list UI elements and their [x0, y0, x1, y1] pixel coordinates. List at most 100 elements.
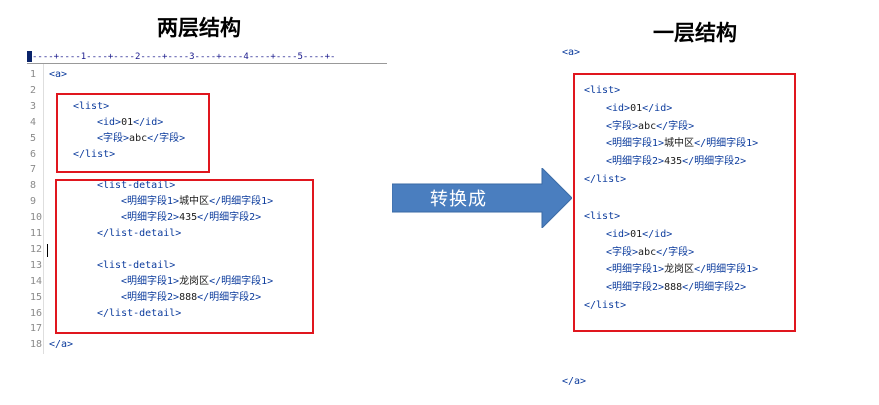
- code-line: <明细字段2>435</明细字段2>: [121, 210, 261, 225]
- text-caret: [47, 244, 48, 257]
- line-number: 4: [30, 116, 37, 128]
- code-line: <明细字段1>城中区</明细字段1>: [121, 194, 273, 209]
- xml-value: 城中区: [179, 196, 210, 208]
- list-1-line: <id>01</id>: [606, 101, 672, 117]
- xml-tag: <字段>: [606, 246, 639, 258]
- ruler-cursor: [27, 51, 32, 62]
- code-line: <字段>abc</字段>: [97, 131, 185, 146]
- xml-tag: <明细字段1>: [606, 264, 665, 276]
- convert-arrow: [392, 168, 572, 228]
- xml-tag: </明细字段2>: [197, 212, 262, 224]
- xml-tag: </list-detail>: [97, 307, 182, 319]
- xml-tag: </明细字段1>: [209, 196, 274, 208]
- list-1-line: <明细字段1>城中区</明细字段1>: [606, 136, 758, 152]
- xml-tag: <明细字段2>: [606, 282, 665, 294]
- xml-value: 龙岗区: [664, 264, 695, 276]
- xml-tag: <a>: [49, 69, 68, 80]
- list-2-line: </list>: [584, 298, 626, 314]
- list-2-line: <明细字段1>龙岗区</明细字段1>: [606, 262, 758, 278]
- xml-tag: </明细字段1>: [694, 264, 759, 276]
- xml-value: 435: [664, 156, 683, 168]
- code-line: </list>: [73, 147, 115, 162]
- xml-value: abc: [129, 132, 148, 144]
- line-number: 16: [30, 307, 43, 319]
- xml-tag: <明细字段1>: [121, 275, 180, 287]
- xml-tag: <list-detail>: [97, 180, 176, 192]
- left-title: 两层结构: [157, 15, 241, 40]
- editor-ruler: ----+----1----+----2----+----3----+----4…: [27, 51, 387, 64]
- list-2-line: <id>01</id>: [606, 227, 672, 243]
- line-number: 12: [30, 243, 43, 255]
- code-line: <明细字段1>龙岗区</明细字段1>: [121, 274, 273, 289]
- line-number: 8: [30, 180, 37, 192]
- right-title: 一层结构: [653, 20, 737, 45]
- line-number: 14: [30, 275, 43, 287]
- root-open-tag: <a>: [562, 47, 581, 58]
- xml-tag: </明细字段2>: [197, 291, 262, 303]
- list-2-line: <字段>abc</字段>: [606, 245, 694, 261]
- xml-value: 01: [121, 116, 134, 128]
- xml-tag: <list-detail>: [97, 259, 176, 271]
- xml-tag: </id>: [642, 102, 673, 114]
- line-number: 13: [30, 259, 43, 271]
- xml-tag: <明细字段2>: [606, 156, 665, 168]
- xml-tag: </list-detail>: [97, 228, 182, 239]
- list-1-line: <明细字段2>435</明细字段2>: [606, 154, 746, 170]
- line-number: 11: [30, 228, 43, 239]
- xml-value: 龙岗区: [179, 275, 210, 287]
- xml-tag: <list>: [584, 85, 621, 96]
- xml-tag: </字段>: [656, 120, 695, 132]
- xml-value: 435: [179, 212, 198, 224]
- line-number: 15: [30, 291, 43, 303]
- list-1-line: <字段>abc</字段>: [606, 119, 694, 135]
- xml-tag: </list>: [584, 174, 627, 185]
- code-line: <明细字段2>888</明细字段2>: [121, 290, 261, 305]
- line-number: 10: [30, 212, 43, 224]
- xml-tag: </id>: [642, 228, 673, 240]
- xml-tag: </list>: [584, 300, 627, 311]
- code-line: </list-detail>: [97, 226, 181, 241]
- list-2-line: <list>: [584, 209, 620, 225]
- xml-value: 888: [179, 291, 198, 303]
- xml-tag: <字段>: [97, 132, 130, 144]
- xml-tag: </明细字段1>: [694, 138, 759, 150]
- xml-tag: </id>: [133, 116, 164, 128]
- xml-tag: </字段>: [147, 132, 186, 144]
- code-line: <list-detail>: [97, 258, 175, 273]
- xml-tag: <字段>: [606, 120, 639, 132]
- line-number: 9: [30, 196, 37, 208]
- xml-value: abc: [638, 120, 657, 132]
- xml-tag: <明细字段1>: [121, 196, 180, 208]
- xml-tag: <明细字段1>: [606, 138, 665, 150]
- arrow-shape: [392, 168, 572, 228]
- editor-gutter: [43, 64, 44, 354]
- list-highlight-box: [56, 93, 210, 173]
- list-2-line: <明细字段2>888</明细字段2>: [606, 280, 746, 296]
- xml-tag: <明细字段2>: [121, 212, 180, 224]
- line-number: 7: [30, 164, 37, 176]
- xml-value: 城中区: [664, 138, 695, 150]
- list-1-line: <list>: [584, 83, 620, 99]
- xml-value: abc: [638, 246, 657, 258]
- line-number: 3: [30, 100, 37, 112]
- xml-tag: <id>: [606, 102, 631, 114]
- xml-tag: </明细字段2>: [682, 282, 747, 294]
- line-number: 6: [30, 148, 37, 160]
- xml-value: 01: [630, 102, 643, 114]
- list-detail-highlight-box: [55, 179, 314, 334]
- list-1-line: </list>: [584, 172, 626, 188]
- code-line: <id>01</id>: [97, 115, 163, 130]
- xml-tag: <list>: [584, 211, 621, 222]
- code-line: </list-detail>: [97, 306, 181, 321]
- line-number: 2: [30, 84, 37, 96]
- code-line: <list-detail>: [97, 178, 175, 193]
- xml-tag: </明细字段1>: [209, 275, 274, 287]
- code-line: </a>: [49, 337, 73, 352]
- xml-value: 01: [630, 228, 643, 240]
- line-number: 18: [30, 339, 43, 351]
- code-line: <list>: [73, 99, 109, 114]
- xml-tag: </字段>: [656, 246, 695, 258]
- line-number: 17: [30, 323, 43, 335]
- ruler-marks: ----+----1----+----2----+----3----+----4…: [32, 52, 336, 62]
- xml-tag: <list>: [73, 100, 110, 112]
